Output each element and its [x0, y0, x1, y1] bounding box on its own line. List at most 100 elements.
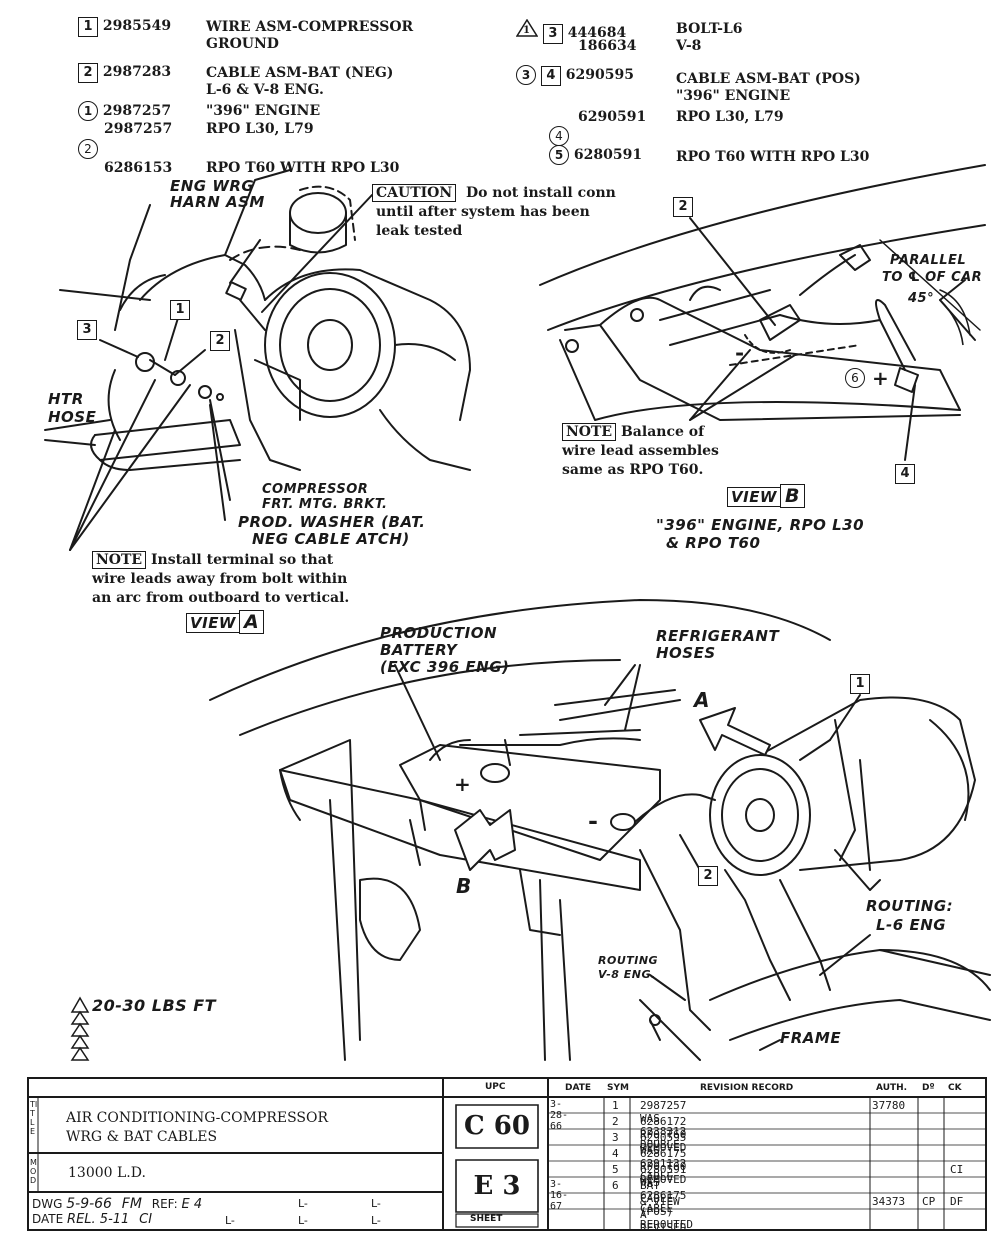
part-number: 6290595 [565, 67, 634, 83]
upc-code: C 60 [464, 1111, 530, 1141]
torque-spec: 20-30 LBS FT [92, 996, 217, 1015]
dwg-row: DWG 5-9-66 FM REF: E 4 [32, 1196, 202, 1212]
release-initials: CI [139, 1212, 153, 1227]
callout-line: V-8 ENG. [598, 968, 656, 981]
key-box-4-view-b: 4 [895, 462, 915, 484]
part-number: 2985549 [102, 18, 172, 34]
dwg-initials: FM [121, 1196, 142, 1212]
revision-text: 6286175 RPO T60 REMOVED [640, 1147, 687, 1186]
revision-circle: 3 [516, 65, 536, 85]
part-description: CABLE ASM-BAT (POS) [676, 71, 861, 87]
date-row: DATE REL. 5-11 CI [32, 1212, 152, 1227]
revision-sym: 1 [612, 1099, 619, 1112]
part-desc-4r: CABLE ASM-BAT (POS) "396" ENGINE [676, 71, 861, 105]
upc-header: UPC [485, 1082, 506, 1092]
caution-line-2: until after system has been [376, 204, 590, 220]
key-box-2-view-a: 2 [210, 329, 230, 351]
note-view-b: NOTE Balance of wire lead assembles same… [562, 423, 719, 480]
drawing-title-line-1: AIR CONDITIONING-COMPRESSOR [66, 1110, 329, 1126]
caution-note: CAUTION Do not install conn until after … [372, 184, 616, 241]
routing-l6-label: ROUTING: L-6 ENG [866, 897, 953, 935]
key-box-2-view-b: 2 [673, 195, 693, 217]
note-line-2: wire leads away from bolt within [92, 571, 348, 587]
revision-date: 3-16-67 [550, 1179, 569, 1212]
compressor-bracket-label: COMPRESSOR FRT. MTG. BRKT. [262, 482, 387, 512]
drawing-title: AIR CONDITIONING-COMPRESSOR WRG & BAT CA… [66, 1109, 328, 1147]
note-line-2: wire lead assembles [562, 443, 719, 459]
part-row-4r: 3 4 6290595 [516, 65, 634, 86]
callout-line: ROUTING: [866, 897, 954, 915]
part-description-2: "396" ENGINE [676, 88, 791, 104]
negative-terminal-sign: - [588, 806, 598, 835]
part-description: CABLE ASM-BAT (NEG) [206, 65, 394, 81]
part-description-2: V-8 [676, 38, 702, 54]
revision-circle-row: 4 [549, 125, 569, 146]
production-battery-label: PRODUCTION BATTERY (EXC 396 ENG) [380, 625, 509, 676]
part-desc-3r: BOLT-L6 V-8 [676, 21, 743, 55]
washer-label: PROD. WASHER (BAT. NEG CABLE ATCH) [238, 514, 426, 548]
callout-line: ENG WRG [170, 177, 255, 195]
htr-hose-label: HTR HOSE [48, 390, 96, 426]
revision-text: 6280591 WAS 6286175 CABLE [640, 1163, 687, 1215]
auth-header: AUTH. [876, 1083, 908, 1093]
note-view-a: NOTE Install terminal so that wire leads… [92, 551, 349, 608]
revision-dr: CP [922, 1195, 936, 1208]
ref-label: REF: [151, 1197, 178, 1211]
torque-triangles [70, 996, 90, 1061]
key-box-3-view-a: 3 [77, 318, 97, 340]
view-b-drawing [539, 164, 986, 461]
revision-ck: DF [950, 1195, 964, 1208]
view-a-drawing [44, 169, 471, 551]
part-key-box: 4 [540, 66, 561, 86]
part-key-box: 3 [542, 24, 563, 44]
angle-label: 45° [908, 291, 935, 306]
release-date: REL. 5-11 [67, 1212, 130, 1227]
callout-line: HOSE [48, 408, 97, 426]
revision-circle: 1 [78, 101, 98, 121]
frame-label: FRAME [780, 1029, 842, 1047]
mod-side-label: MOD [30, 1158, 37, 1185]
part-key-box: 1 [78, 17, 98, 37]
l-dash-4: L- [298, 1214, 308, 1227]
part-row-1: 1 2985549 [78, 17, 171, 37]
callout-line: (EXC 396 ENG) [380, 658, 510, 676]
part-number: 444684 [567, 25, 627, 41]
part-number: 6290591 [578, 109, 647, 125]
revision-auth: 34373 [872, 1195, 906, 1208]
callout-line: PROD. WASHER (BAT. [238, 513, 426, 531]
note-line-3: an arc from outboard to vertical. [92, 590, 350, 606]
part-description-2: L-6 & V-8 ENG. [206, 82, 324, 98]
date-row-label: DATE [32, 1212, 64, 1226]
positive-terminal-sign-b: + [872, 366, 889, 390]
revision-circle: 4 [549, 126, 569, 146]
revision-circle: 2 [78, 139, 98, 159]
key-box-2-main: 2 [698, 864, 718, 886]
callout-line: TO ℄ OF CAR [882, 270, 983, 285]
parallel-label: PARALLEL TO ℄ OF CAR [882, 252, 982, 286]
l-dash-2: L- [371, 1197, 381, 1210]
part-number-2: 186634 [578, 38, 637, 54]
revision-record-header: REVISION RECORD [700, 1083, 794, 1093]
view-b-caption: "396" ENGINE, RPO L30 & RPO T60 [656, 516, 864, 552]
part-number: 2987257 [102, 103, 172, 119]
note-line-1: Install terminal so that [150, 552, 334, 568]
title-block-frame [27, 1077, 987, 1231]
callout-line: & RPO T60 [666, 534, 761, 552]
caution-line-1: Do not install conn [465, 185, 616, 201]
revision-circle-row: 2 [78, 138, 98, 159]
sym-header: SYM [607, 1083, 629, 1093]
revision-ck: CI [950, 1163, 964, 1176]
part-description: "396" ENGINE [206, 103, 321, 119]
revision-date: 3-28-66 [550, 1099, 569, 1132]
eng-wrg-harness-label: ENG WRG HARN ASM [170, 178, 265, 210]
note-line-1: Balance of [620, 424, 705, 440]
revision-circle-6: 6 [845, 367, 865, 388]
callout-line: PRODUCTION [380, 624, 498, 642]
part-desc-2: CABLE ASM-BAT (NEG) L-6 & V-8 ENG. [206, 65, 393, 99]
part-row-2: 2 2987283 [78, 63, 171, 83]
part-row-3r: 1 3 444684 [516, 19, 626, 44]
ck-header: CK [948, 1083, 962, 1093]
note-label: NOTE [92, 551, 147, 569]
part-number: 2987257 [104, 121, 173, 137]
